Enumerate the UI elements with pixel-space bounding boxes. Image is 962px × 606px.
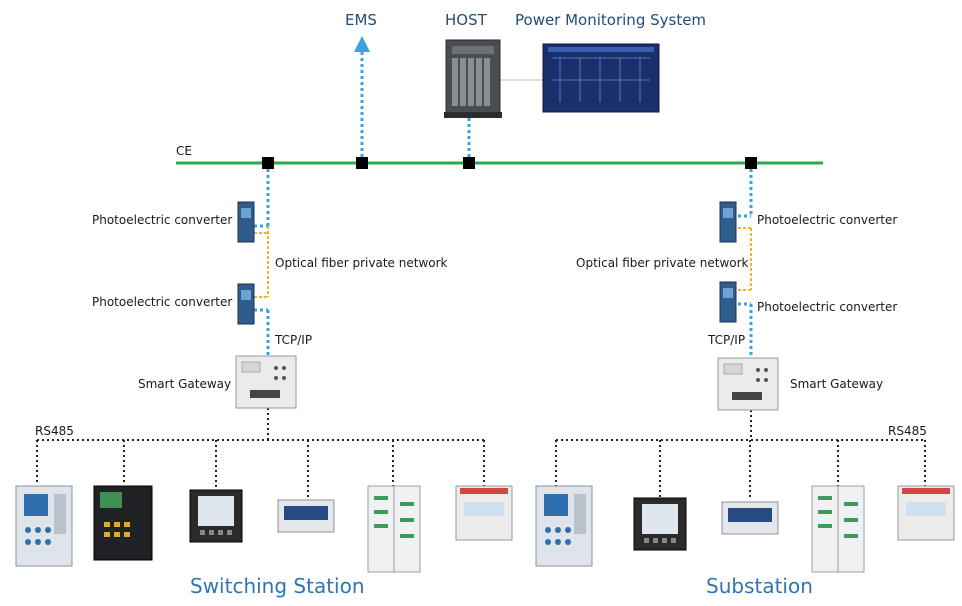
- left-rs485-label: RS485: [35, 424, 74, 438]
- power-monitoring-system-label: Power Monitoring System: [515, 11, 707, 29]
- host-label: HOST: [445, 11, 487, 29]
- bus-node-ems: [356, 157, 368, 169]
- power-meter-icon: [633, 497, 687, 551]
- display-controller-icon: [721, 501, 779, 535]
- display-controller-icon: [277, 499, 335, 533]
- right-tcpip-label: TCP/IP: [708, 333, 746, 347]
- photoelectric-converter-icon: [237, 283, 255, 325]
- ems-arrow-icon: [354, 36, 370, 52]
- cabinet-icon: [367, 485, 421, 573]
- monitoring-screen-icon: [542, 43, 660, 113]
- photoelectric-converter-icon: [719, 201, 737, 243]
- bus-node-host: [463, 157, 475, 169]
- din-rail-meter-icon: [897, 485, 955, 541]
- left-optical-fiber-label: Optical fiber private network: [275, 256, 448, 270]
- left-photoelectric-converter-bottom-label: Photoelectric converter: [92, 295, 233, 309]
- substation-title: Substation: [706, 574, 813, 598]
- bus-node-right: [745, 157, 757, 169]
- smart-gateway-icon: [717, 357, 779, 411]
- smart-gateway-icon: [235, 355, 297, 409]
- bus-node-left: [262, 157, 274, 169]
- protection-relay-dark-icon: [93, 485, 153, 561]
- photoelectric-converter-icon: [237, 201, 255, 243]
- right-smart-gateway-label: Smart Gateway: [790, 377, 884, 391]
- server-tower-icon: [444, 39, 502, 118]
- switching-station-title: Switching Station: [190, 574, 365, 598]
- cabinet-icon: [811, 485, 865, 573]
- photoelectric-converter-icon: [719, 281, 737, 323]
- left-smart-gateway-label: Smart Gateway: [138, 377, 232, 391]
- power-meter-icon: [189, 489, 243, 543]
- right-photoelectric-converter-top-label: Photoelectric converter: [757, 213, 898, 227]
- right-rs485-label: RS485: [888, 424, 927, 438]
- din-rail-meter-icon: [455, 485, 513, 541]
- left-photoelectric-converter-top-label: Photoelectric converter: [92, 213, 233, 227]
- ce-label: CE: [176, 144, 192, 158]
- right-photoelectric-converter-bottom-label: Photoelectric converter: [757, 300, 898, 314]
- right-optical-fiber-label: Optical fiber private network: [576, 256, 749, 270]
- left-tcpip-label: TCP/IP: [275, 333, 313, 347]
- protection-relay-icon: [15, 485, 73, 567]
- ems-label: EMS: [345, 11, 377, 29]
- protection-relay-icon: [535, 485, 593, 567]
